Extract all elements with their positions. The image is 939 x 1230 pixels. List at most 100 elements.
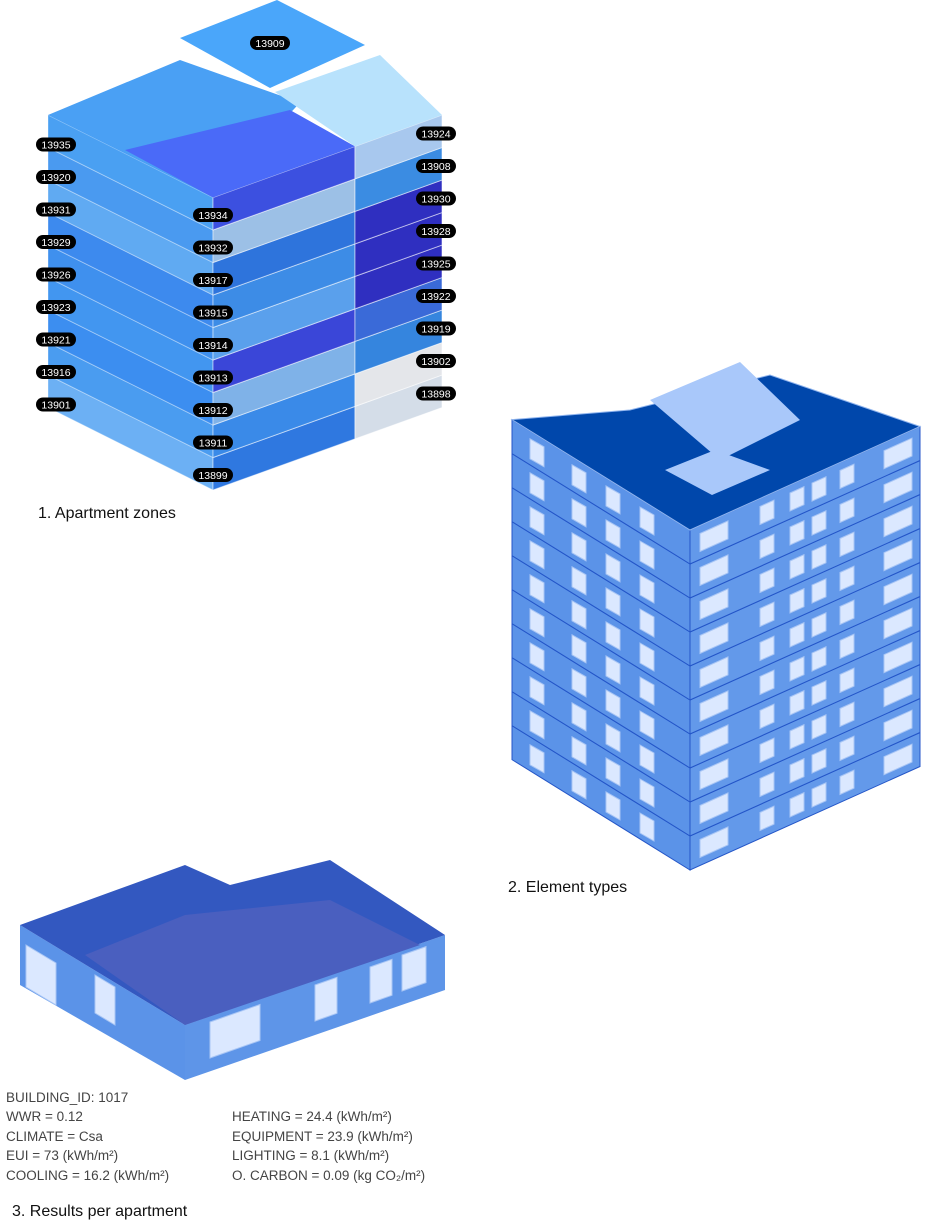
zone-label: 13928 bbox=[421, 226, 450, 238]
zone-label-pill bbox=[36, 365, 76, 379]
window bbox=[571, 769, 587, 800]
zone-label: 13912 bbox=[198, 405, 227, 417]
zone-label-pill bbox=[416, 354, 456, 369]
window bbox=[401, 945, 427, 992]
window bbox=[605, 485, 621, 515]
window bbox=[789, 621, 805, 648]
window bbox=[639, 540, 655, 570]
window bbox=[759, 771, 775, 798]
window bbox=[529, 573, 545, 604]
zone-label-pill bbox=[416, 126, 456, 141]
zone-label: 13899 bbox=[198, 470, 227, 482]
window bbox=[883, 709, 913, 742]
window bbox=[529, 709, 545, 740]
apartment-zones-diagram: 1390913899138981390113911139021391613912… bbox=[36, 0, 456, 491]
zone-label: 13925 bbox=[421, 259, 450, 271]
zone-label-pill bbox=[416, 191, 456, 206]
window bbox=[789, 485, 805, 512]
window bbox=[789, 723, 805, 750]
window bbox=[759, 499, 775, 526]
window bbox=[605, 689, 621, 719]
window bbox=[759, 737, 775, 764]
window bbox=[811, 646, 827, 672]
caption-results-per-apartment: 3. Results per apartment bbox=[12, 1203, 188, 1220]
window bbox=[529, 471, 545, 502]
window bbox=[883, 539, 913, 572]
window bbox=[571, 633, 587, 664]
zone-label-pill bbox=[193, 273, 233, 287]
window bbox=[839, 701, 855, 728]
window bbox=[571, 667, 587, 698]
result-heating: HEATING = 24.4 (kWh/m²) bbox=[232, 1109, 392, 1124]
window bbox=[639, 676, 655, 706]
roof-stair-core bbox=[650, 362, 800, 460]
window bbox=[883, 437, 913, 470]
element-types-diagram bbox=[510, 362, 922, 871]
window bbox=[759, 533, 775, 560]
results-left-column: WWR = 0.12 CLIMATE = Csa EUI = 73 (kWh/m… bbox=[6, 1107, 169, 1185]
window bbox=[699, 826, 729, 859]
window bbox=[883, 607, 913, 640]
window bbox=[571, 565, 587, 596]
window bbox=[571, 701, 587, 732]
zone-label: 13914 bbox=[198, 340, 227, 352]
window bbox=[759, 601, 775, 628]
window bbox=[839, 531, 855, 558]
window bbox=[529, 675, 545, 706]
window bbox=[811, 680, 827, 706]
zone-label: 13919 bbox=[421, 324, 450, 336]
zone-label: 13902 bbox=[421, 356, 450, 368]
window bbox=[529, 437, 545, 468]
window bbox=[639, 812, 655, 842]
window bbox=[759, 669, 775, 696]
window bbox=[699, 588, 729, 621]
zone-label-pill bbox=[416, 224, 456, 239]
window bbox=[789, 655, 805, 682]
zone-label: 13921 bbox=[41, 335, 70, 347]
window bbox=[639, 608, 655, 638]
window bbox=[605, 519, 621, 549]
window bbox=[529, 641, 545, 672]
caption-apartment-zones: 1. Apartment zones bbox=[38, 505, 176, 522]
window bbox=[699, 554, 729, 587]
zone-label: 13935 bbox=[41, 140, 70, 152]
window bbox=[839, 565, 855, 592]
window bbox=[759, 805, 775, 832]
window bbox=[639, 778, 655, 808]
window bbox=[883, 573, 913, 606]
zone-label: 13909 bbox=[255, 38, 284, 50]
window bbox=[529, 539, 545, 570]
window bbox=[811, 476, 827, 502]
result-operational-carbon: O. CARBON = 0.09 (kg CO₂/m²) bbox=[232, 1167, 426, 1183]
zone-label-pill bbox=[36, 397, 76, 412]
zone-label-pill bbox=[36, 202, 76, 217]
window bbox=[789, 519, 805, 546]
window bbox=[811, 510, 827, 536]
window bbox=[699, 690, 729, 723]
window bbox=[571, 497, 587, 528]
zone-label-pill bbox=[36, 170, 76, 184]
zone-label: 13901 bbox=[41, 400, 70, 412]
apartment-results-diagram bbox=[20, 860, 445, 1080]
window bbox=[699, 520, 729, 553]
window bbox=[883, 641, 913, 674]
window bbox=[839, 769, 855, 796]
zone-label: 13922 bbox=[421, 291, 450, 303]
building-id: BUILDING_ID: 1017 bbox=[6, 1090, 129, 1105]
window bbox=[605, 553, 621, 583]
zone-label: 13920 bbox=[41, 172, 70, 184]
window bbox=[209, 1003, 261, 1059]
window bbox=[529, 505, 545, 536]
window bbox=[759, 703, 775, 730]
window bbox=[369, 958, 393, 1004]
window bbox=[571, 599, 587, 630]
window bbox=[789, 587, 805, 614]
window bbox=[529, 743, 545, 774]
window bbox=[883, 743, 913, 776]
window bbox=[883, 505, 913, 538]
window bbox=[789, 553, 805, 580]
window bbox=[789, 689, 805, 716]
zone-label-pill bbox=[416, 386, 456, 401]
zone-label: 13913 bbox=[198, 373, 227, 385]
